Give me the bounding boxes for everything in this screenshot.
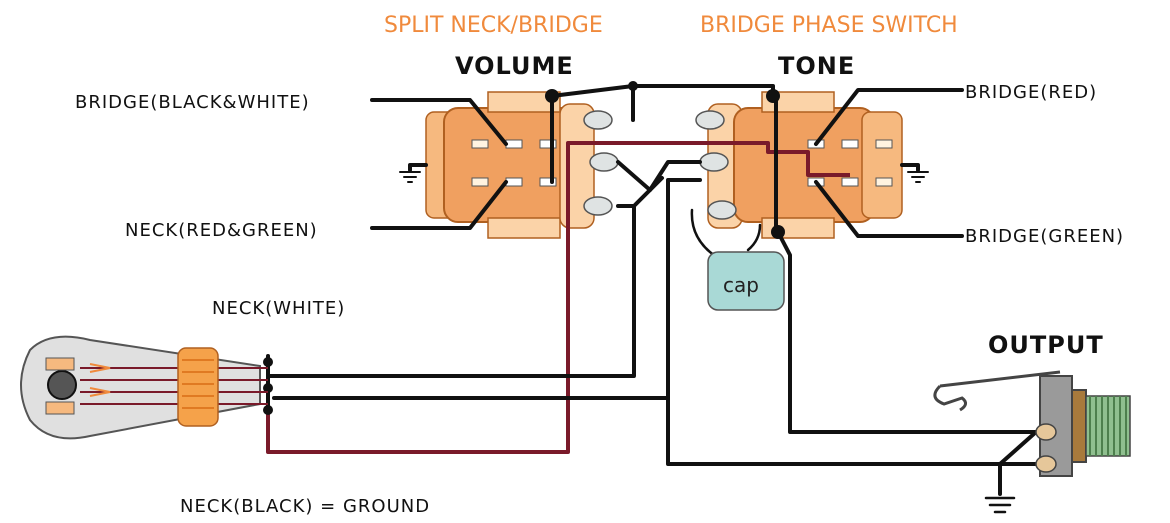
solder-dot [545,89,559,103]
output-label: OUTPUT [988,331,1104,359]
tone-lug-3 [707,200,737,220]
output-jack [933,370,1131,477]
tone-lug-1 [695,110,725,130]
solder-dot [628,81,638,91]
pickup-pole-icon [47,370,77,400]
solder-dot [263,383,273,393]
bridge-green-label: BRIDGE(GREEN) [965,226,1124,247]
split-switch-label: SPLIT NECK/BRIDGE [384,13,603,38]
neck-white-label: NECK(WHITE) [212,298,345,319]
volume-label: VOLUME [455,52,574,80]
pickup-coil-wrap [177,347,219,427]
bridge-red-label: BRIDGE(RED) [965,82,1097,103]
solder-dot [771,225,785,239]
tone-switch-top-tab [761,91,835,113]
jack-thread [1085,395,1131,457]
volume-lug-2 [589,152,619,172]
black-wires [266,84,1038,496]
tone-switch-body [733,107,875,223]
tone-label: TONE [778,52,855,80]
tone-push-pull-pot [695,91,903,239]
neck-wire-maroon [266,141,850,454]
volume-switch-bottom-tab [487,217,561,239]
solder-dot [263,405,273,415]
ground-icon [399,163,428,183]
capacitor: cap [690,208,785,311]
volume-switch-top-tab [487,91,561,113]
jack-tip-lug [1035,423,1057,441]
ground-icon [984,496,1016,514]
solder-dot [766,89,780,103]
solder-points [263,81,785,415]
solder-dot [263,357,273,367]
phase-switch-label: BRIDGE PHASE SWITCH [700,13,958,38]
bridge-black-white-label: BRIDGE(BLACK&WHITE) [75,92,310,113]
neck-black-ground-label: NECK(BLACK) = GROUND [180,496,430,517]
jack-tip-spring [933,384,967,412]
volume-push-pull-pot [425,91,619,239]
jack-sleeve-lug [1035,455,1057,473]
neck-pickup [20,335,268,440]
capacitor-label: cap [723,273,759,297]
volume-lug-3 [583,196,613,216]
ground-icon [900,163,929,183]
tone-lug-2 [699,152,729,172]
tone-switch-end-right [861,111,903,219]
volume-lug-1 [583,110,613,130]
capacitor-body [707,251,785,311]
jack-nut [1071,389,1087,463]
neck-red-green-label: NECK(RED&GREEN) [125,220,318,241]
